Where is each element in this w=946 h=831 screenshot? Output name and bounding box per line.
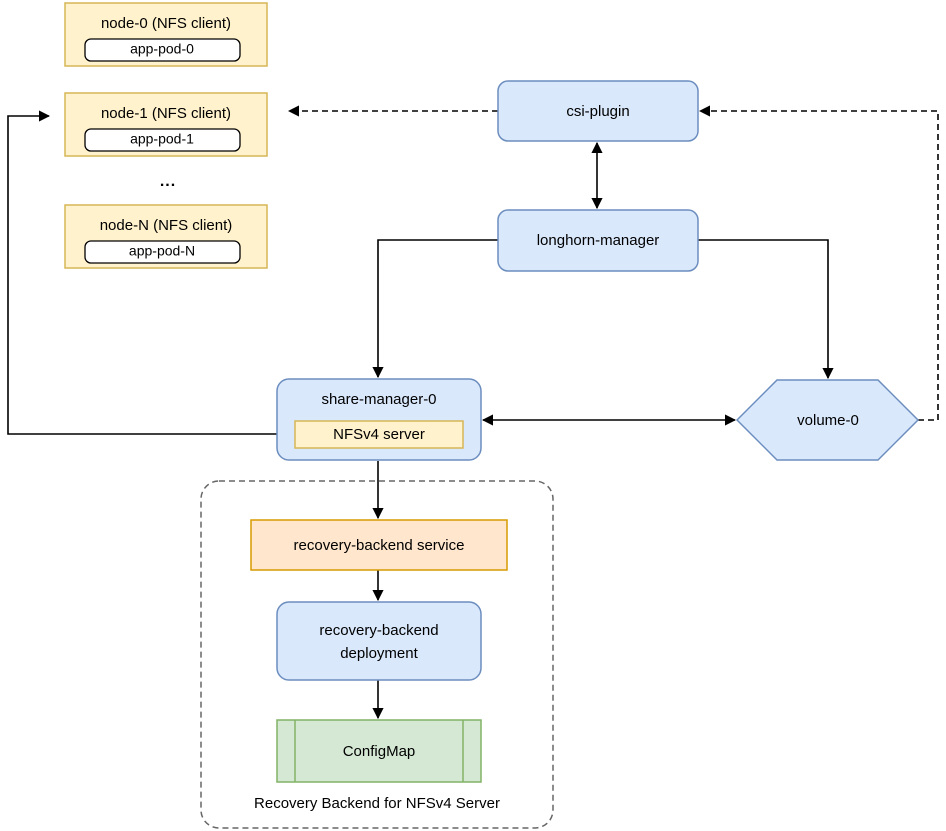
configmap-background xyxy=(276,719,482,783)
node-box-node-0[interactable]: node-0 (NFS client) app-pod-0 xyxy=(64,2,268,67)
edge-nfs-server-to-node-1 xyxy=(7,110,295,435)
nfs-server-label: NFSv4 server xyxy=(333,426,425,443)
longhorn-manager-box[interactable]: longhorn-manager xyxy=(497,209,699,272)
nodes-ellipsis: ... xyxy=(160,173,176,190)
volume-label: volume-0 xyxy=(797,412,859,429)
share-manager-box[interactable]: share-manager-0 NFSv4 server xyxy=(276,378,482,461)
csi-plugin-background xyxy=(497,80,699,142)
app-pod-0-label: app-pod-0 xyxy=(130,41,194,57)
recovery-backend-container-label: Recovery Backend for NFSv4 Server xyxy=(254,795,500,812)
node-box-node-n[interactable]: node-N (NFS client) app-pod-N xyxy=(64,204,268,269)
app-pod-1-label: app-pod-1 xyxy=(130,131,194,147)
nfs-server-box[interactable] xyxy=(294,420,464,449)
csi-plugin-box[interactable]: csi-plugin xyxy=(497,80,699,142)
recovery-backend-service-background xyxy=(250,519,508,571)
node-0-label: node-0 (NFS client) xyxy=(101,15,231,32)
recovery-backend-service-label: recovery-backend service xyxy=(294,537,465,554)
app-pod-n-box[interactable] xyxy=(84,240,241,264)
app-pod-0-box[interactable] xyxy=(84,38,241,62)
longhorn-manager-label: longhorn-manager xyxy=(537,232,660,249)
recovery-backend-container-border xyxy=(200,480,554,829)
share-manager-label: share-manager-0 xyxy=(321,391,436,408)
configmap-label: ConfigMap xyxy=(343,743,416,760)
recovery-backend-deployment-background xyxy=(276,601,482,681)
volume-background xyxy=(735,379,920,461)
recovery-backend-deployment-box[interactable]: recovery-backend deployment xyxy=(276,601,482,681)
edge-longhorn-manager-to-share-manager xyxy=(372,239,498,379)
recovery-backend-deployment-label-line2: deployment xyxy=(340,645,418,662)
node-1-label: node-1 (NFS client) xyxy=(101,105,231,122)
edge-volume-to-csi-plugin xyxy=(698,105,939,421)
recovery-backend-deployment-label-line1: recovery-backend xyxy=(319,622,438,639)
longhorn-manager-background xyxy=(497,209,699,272)
volume-hexagon[interactable]: volume-0 xyxy=(735,379,920,461)
app-pod-1-box[interactable] xyxy=(84,128,241,152)
edge-longhorn-manager-to-volume xyxy=(698,239,834,380)
node-n-label: node-N (NFS client) xyxy=(100,217,233,234)
recovery-backend-container: Recovery Backend for NFSv4 Server xyxy=(200,480,554,829)
configmap-box[interactable]: ConfigMap xyxy=(276,719,482,783)
csi-plugin-label: csi-plugin xyxy=(566,103,629,120)
app-pod-n-label: app-pod-N xyxy=(129,243,195,259)
node-box-node-1[interactable]: node-1 (NFS client) app-pod-1 xyxy=(64,92,268,157)
recovery-backend-service-box[interactable]: recovery-backend service xyxy=(250,519,508,571)
